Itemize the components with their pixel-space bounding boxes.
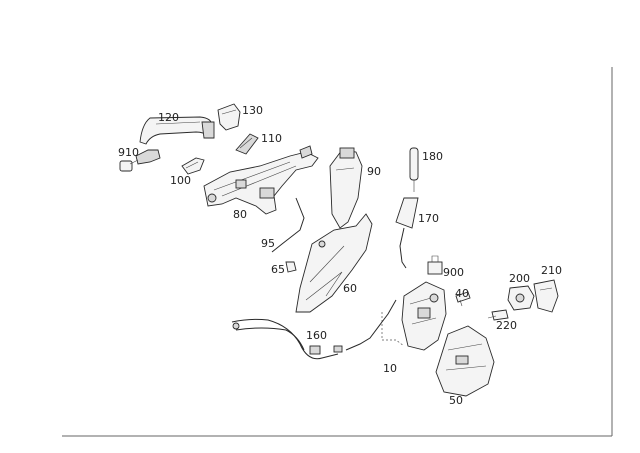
part-100-seal[interactable] [181,157,205,175]
label-part-90: 90 [367,165,381,178]
label-part-900: 900 [443,266,464,279]
part-50-lock-cover[interactable] [435,325,495,397]
part-170-actuator[interactable] [395,197,419,269]
label-part-100: 100 [170,174,191,187]
part-95-rod[interactable] [271,197,305,253]
label-part-130: 130 [242,104,263,117]
label-part-180: 180 [422,150,443,163]
label-part-95: 95 [261,237,275,250]
part-10-door-lock[interactable] [381,281,447,351]
label-part-910: 910 [118,146,139,159]
label-part-170: 170 [418,212,439,225]
label-part-200: 200 [509,272,530,285]
label-part-210: 210 [541,264,562,277]
part-200-striker[interactable] [507,285,535,311]
label-part-80: 80 [233,208,247,221]
part-180-pin[interactable] [409,147,419,192]
part-160-bowden-cables[interactable] [231,299,397,360]
label-part-220: 220 [496,319,517,332]
part-220-bolt[interactable] [487,309,509,321]
part-910-lock-cylinder[interactable] [119,149,161,172]
label-part-60: 60 [343,282,357,295]
part-130-handle-cap[interactable] [217,103,241,131]
part-900-connector[interactable] [427,255,443,275]
label-part-10: 10 [383,362,397,375]
part-40-screw[interactable] [455,291,471,307]
part-210-striker-plate[interactable] [533,279,559,313]
part-65-clip[interactable] [285,261,297,273]
label-part-160: 160 [306,329,327,342]
label-part-40: 40 [455,287,469,300]
part-120-outer-handle[interactable] [139,116,215,145]
label-part-50: 50 [449,394,463,407]
part-80-handle-carrier[interactable] [203,145,319,215]
part-60-inner-carrier[interactable] [295,213,373,313]
label-part-65: 65 [271,263,285,276]
part-90-cover-bracket[interactable] [329,147,363,229]
label-part-120: 120 [158,111,179,124]
part-110-gasket[interactable] [235,133,259,155]
label-part-110: 110 [261,132,282,145]
